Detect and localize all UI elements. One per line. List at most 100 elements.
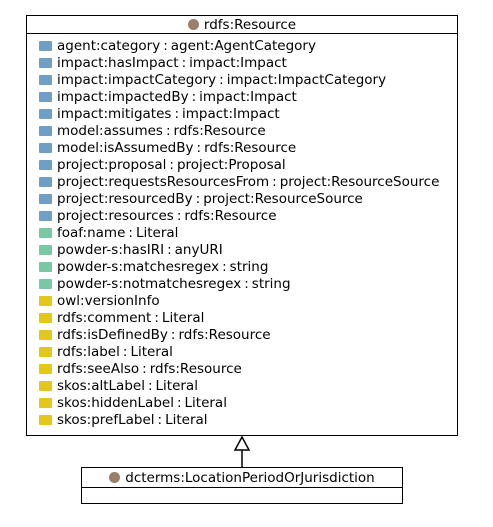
property-swatch-icon — [39, 312, 52, 323]
attribute-row[interactable]: rdfs:label:Literal — [27, 343, 457, 360]
class-circle-icon — [109, 472, 121, 483]
attribute-name: project:requestsResourcesFrom — [57, 173, 270, 190]
property-swatch-icon — [39, 210, 52, 221]
attribute-name: model:isAssumedBy — [57, 139, 194, 156]
attribute-row[interactable]: impact:impactedBy:impact:Impact — [27, 88, 457, 105]
type-separator: : — [170, 326, 176, 343]
attribute-row[interactable]: rdfs:isDefinedBy:rdfs:Resource — [27, 326, 457, 343]
class-title: rdfs:Resource — [203, 16, 297, 33]
attribute-row[interactable]: powder-s:notmatchesregex:string — [27, 275, 457, 292]
attribute-name: impact:mitigates — [57, 105, 172, 122]
attribute-name: rdfs:isDefinedBy — [57, 326, 168, 343]
attribute-row[interactable]: owl:versionInfo — [27, 292, 457, 309]
attribute-type: project:ResourceSource — [279, 173, 440, 190]
attribute-name: impact:hasImpact — [57, 54, 179, 71]
attribute-type: string — [251, 275, 291, 292]
attribute-type: impact:Impact — [182, 105, 280, 122]
class-header: dcterms:LocationPeriodOrJurisdiction — [82, 468, 402, 488]
type-separator: : — [142, 360, 147, 377]
class-box-location-period-or-jurisdiction[interactable]: dcterms:LocationPeriodOrJurisdiction — [81, 467, 403, 504]
attribute-type: agent:AgentCategory — [170, 37, 316, 54]
attribute-row[interactable]: model:assumes:rdfs:Resource — [27, 122, 457, 139]
attribute-row[interactable]: impact:hasImpact:impact:Impact — [27, 54, 457, 71]
attribute-row[interactable]: powder-s:hasIRI:anyURI — [27, 241, 457, 258]
type-separator: : — [128, 224, 133, 241]
attribute-row[interactable]: project:resources:rdfs:Resource — [27, 207, 457, 224]
attribute-type: impact:Impact — [199, 88, 297, 105]
attribute-row[interactable]: project:resourcedBy:project:ResourceSour… — [27, 190, 457, 207]
attribute-name: project:resources — [57, 207, 174, 224]
attribute-row[interactable]: powder-s:matchesregex:string — [27, 258, 457, 275]
property-swatch-icon — [39, 176, 52, 187]
property-swatch-icon — [39, 363, 52, 374]
property-swatch-icon — [39, 40, 52, 51]
type-separator: : — [181, 54, 187, 71]
attribute-type: Literal — [135, 224, 179, 241]
attribute-type: impact:Impact — [189, 54, 287, 71]
type-separator: : — [122, 343, 128, 360]
attribute-type: Literal — [165, 411, 208, 428]
attribute-name: project:proposal — [57, 156, 167, 173]
class-box-rdfs-resource[interactable]: rdfs:Resource agent:category:agent:Agent… — [26, 15, 458, 436]
class-circle-icon — [187, 19, 199, 30]
attribute-row[interactable]: skos:prefLabel:Literal — [27, 411, 457, 428]
type-separator: : — [222, 258, 227, 275]
type-separator: : — [165, 122, 171, 139]
property-swatch-icon — [39, 244, 52, 255]
property-swatch-icon — [39, 74, 52, 85]
attribute-row[interactable]: skos:altLabel:Literal — [27, 377, 457, 394]
type-separator: : — [169, 156, 174, 173]
attribute-type: Literal — [161, 309, 205, 326]
type-separator: : — [176, 394, 182, 411]
type-separator: : — [147, 377, 153, 394]
attribute-row[interactable]: rdfs:seeAlso:rdfs:Resource — [27, 360, 457, 377]
attribute-row[interactable]: impact:impactCategory:impact:ImpactCateg… — [27, 71, 457, 88]
property-swatch-icon — [39, 261, 52, 272]
type-separator: : — [163, 37, 168, 54]
property-swatch-icon — [39, 57, 52, 68]
attribute-row[interactable]: agent:category:agent:AgentCategory — [27, 37, 457, 54]
class-header: rdfs:Resource — [27, 16, 457, 34]
attribute-name: powder-s:matchesregex — [57, 258, 220, 275]
property-swatch-icon — [39, 227, 52, 238]
property-swatch-icon — [39, 397, 52, 408]
attribute-name: impact:impactCategory — [57, 71, 217, 88]
property-swatch-icon — [39, 91, 52, 102]
attribute-type: rdfs:Resource — [173, 122, 266, 139]
property-swatch-icon — [39, 159, 52, 170]
attribute-name: project:resourcedBy — [57, 190, 193, 207]
attribute-name: skos:prefLabel — [57, 411, 155, 428]
type-separator: : — [157, 411, 163, 428]
type-separator: : — [176, 207, 182, 224]
attribute-row[interactable]: skos:hiddenLabel:Literal — [27, 394, 457, 411]
type-separator: : — [272, 173, 277, 190]
type-separator: : — [195, 190, 201, 207]
attribute-type: project:ResourceSource — [203, 190, 363, 207]
attribute-row[interactable]: project:proposal:project:Proposal — [27, 156, 457, 173]
attribute-type: Literal — [184, 394, 227, 411]
attribute-row[interactable]: model:isAssumedBy:rdfs:Resource — [27, 139, 457, 156]
attribute-row[interactable]: foaf:name:Literal — [27, 224, 457, 241]
attribute-row[interactable]: project:requestsResourcesFrom:project:Re… — [27, 173, 457, 190]
property-swatch-icon — [39, 278, 52, 289]
attribute-name: agent:category — [57, 37, 161, 54]
attribute-type: rdfs:Resource — [204, 139, 297, 156]
attribute-name: skos:altLabel — [57, 377, 145, 394]
attribute-type: rdfs:Resource — [184, 207, 277, 224]
type-separator: : — [219, 71, 224, 88]
property-swatch-icon — [39, 125, 52, 136]
property-swatch-icon — [39, 108, 52, 119]
attribute-name: model:assumes — [57, 122, 163, 139]
attribute-name: skos:hiddenLabel — [57, 394, 174, 411]
attribute-type: Literal — [155, 377, 198, 394]
attribute-name: impact:impactedBy — [57, 88, 189, 105]
attribute-name: powder-s:hasIRI — [57, 241, 165, 258]
attribute-row[interactable]: impact:mitigates:impact:Impact — [27, 105, 457, 122]
property-swatch-icon — [39, 142, 52, 153]
type-separator: : — [191, 88, 197, 105]
attribute-name: powder-s:notmatchesregex — [57, 275, 242, 292]
attribute-name: rdfs:seeAlso — [57, 360, 140, 377]
attribute-row[interactable]: rdfs:comment:Literal — [27, 309, 457, 326]
attribute-type: string — [229, 258, 269, 275]
